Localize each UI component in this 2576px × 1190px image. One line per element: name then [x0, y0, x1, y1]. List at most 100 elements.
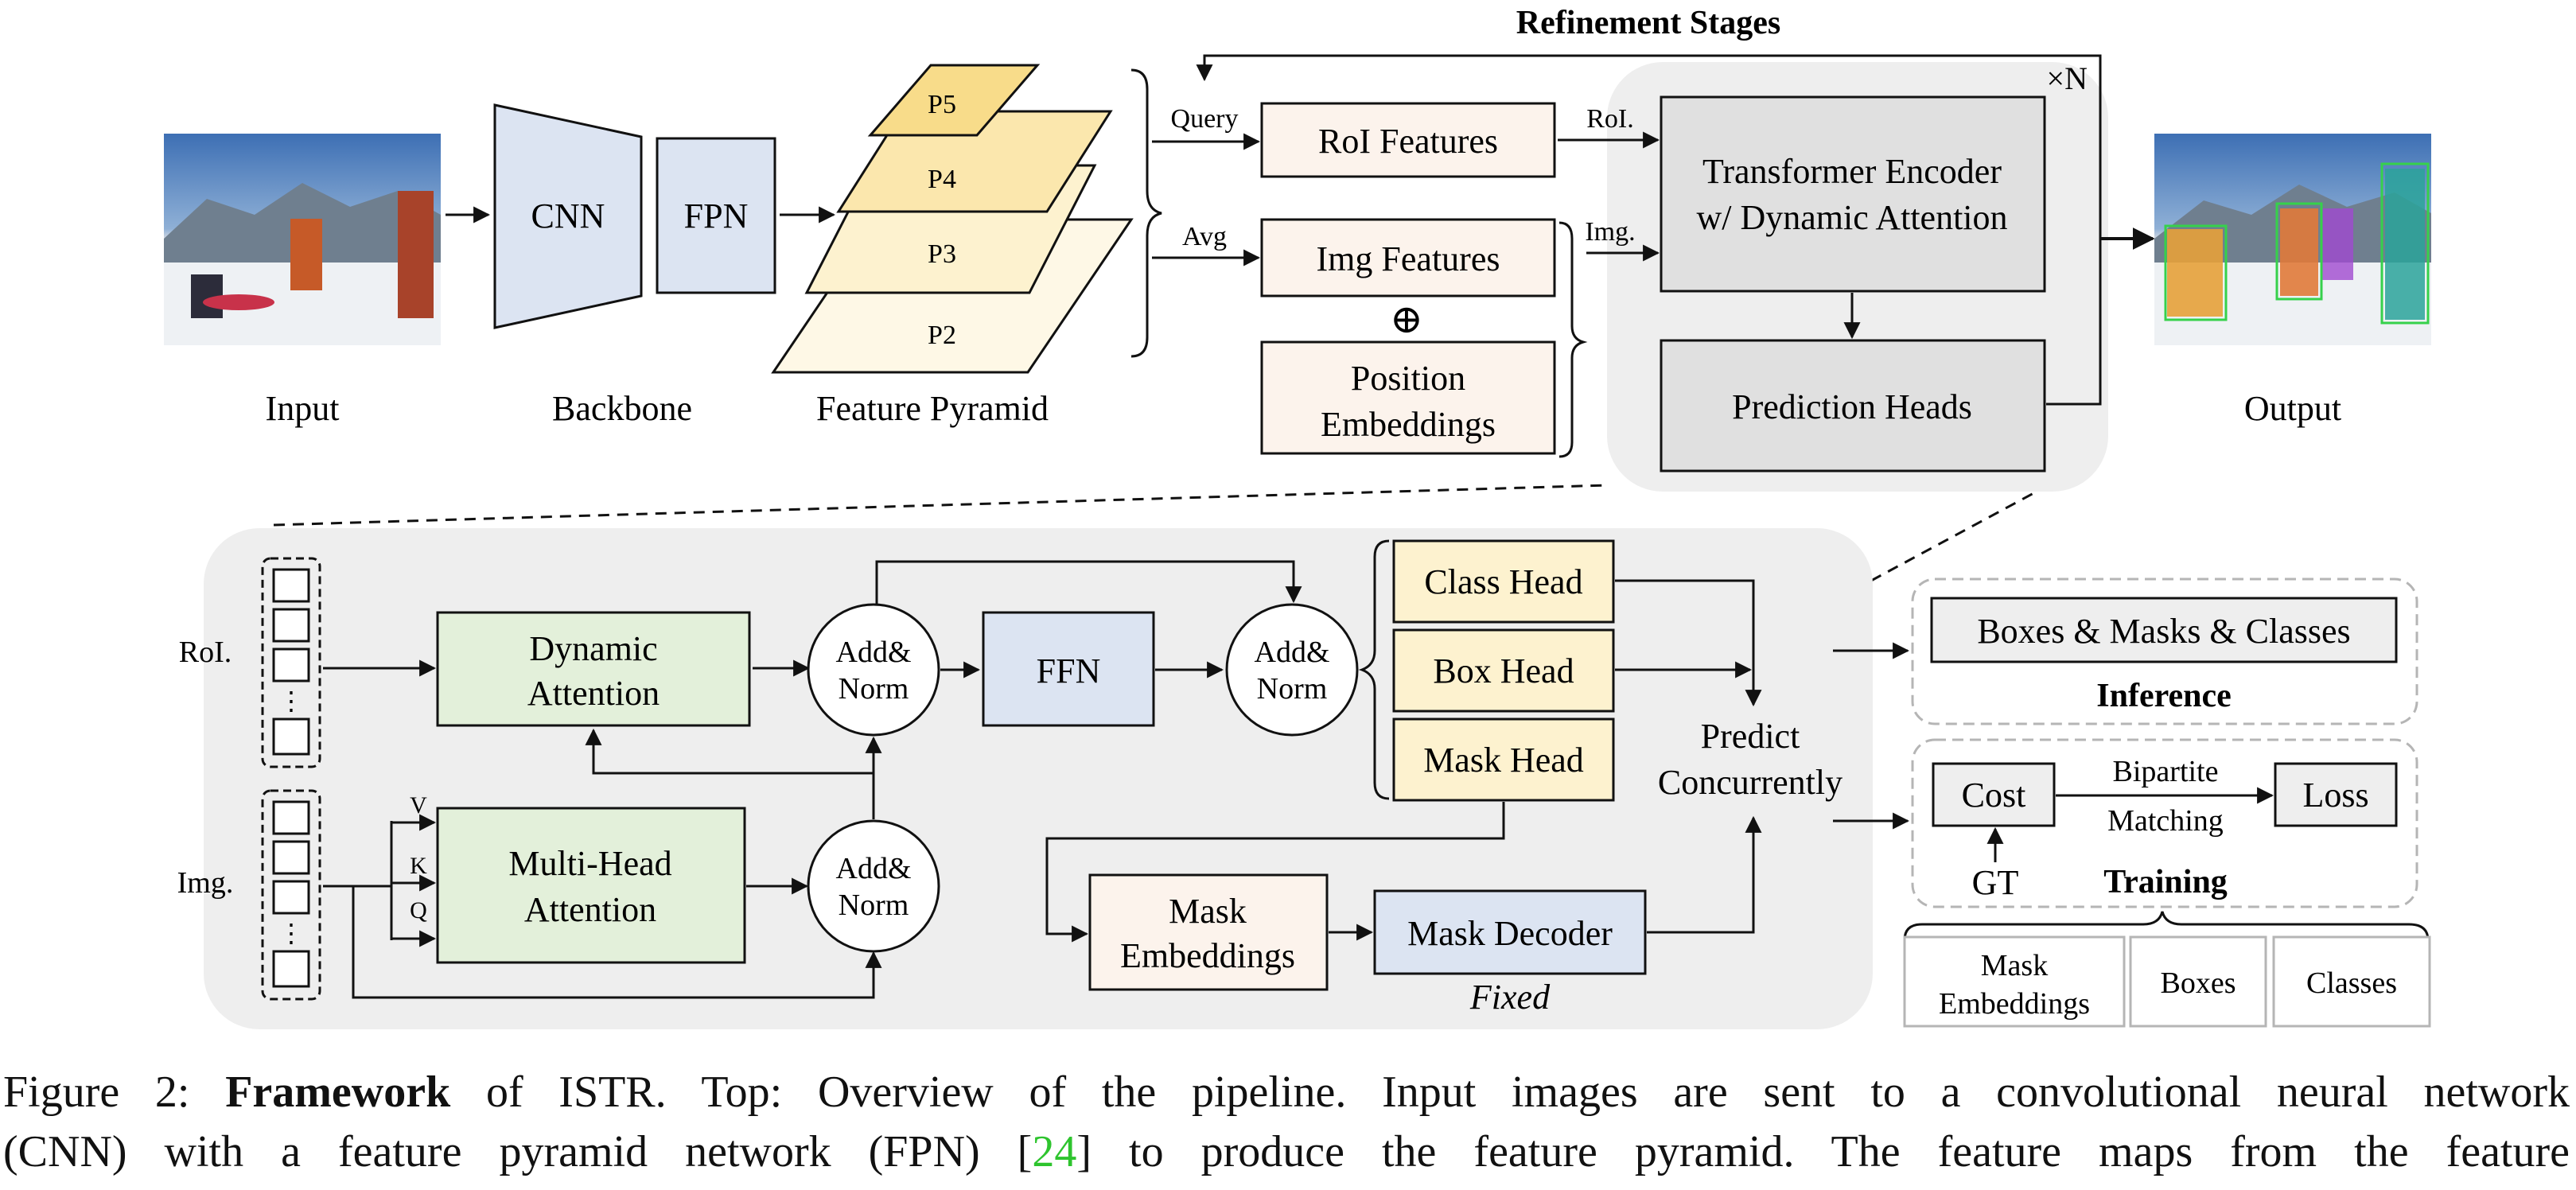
prediction-heads-label: Prediction Heads [1732, 387, 1972, 426]
prediction-heads-box [1660, 339, 2046, 472]
cnn-block [493, 103, 643, 329]
roi-token-dots: ⋮ [278, 686, 304, 715]
loss-box [2274, 762, 2398, 827]
ffn-box [982, 611, 1155, 727]
position-embeddings-box [1260, 340, 1556, 455]
multi-head-attention-line2: Attention [524, 890, 656, 929]
zoom-line-left [273, 484, 1608, 527]
add-norm-right-line2: Norm [1257, 672, 1328, 706]
add-norm-right-line1: Add& [1255, 636, 1330, 669]
predict-line1: Predict [1701, 717, 1800, 756]
caption-line-2: (CNN) with a feature pyramid network (FP… [3, 1122, 2570, 1182]
add-norm-lower-line1: Add& [836, 852, 912, 885]
img-features-label: Img Features [1317, 239, 1500, 278]
pyramid-brace [1130, 68, 1162, 358]
caption-bold-framework: Framework [225, 1068, 451, 1117]
predict-line2: Concurrently [1658, 763, 1843, 802]
add-norm-upper-line2: Norm [839, 672, 909, 706]
transformer-encoder-line2: w/ Dynamic Attention [1696, 198, 2007, 237]
bipartite-line1: Bipartite [2113, 755, 2219, 788]
gt-boxes-label: Boxes [2161, 966, 2236, 1000]
img-side-label: Img. [177, 866, 234, 900]
caption-line2-start: (CNN) with a feature pyramid network (FP… [3, 1127, 1033, 1176]
gt-mask-embeddings-line1: Mask [1981, 949, 2048, 982]
dynamic-attention-line1: Dynamic [529, 629, 657, 668]
multi-head-attention-line1: Multi-Head [508, 844, 671, 883]
cost-label: Cost [1962, 776, 2026, 815]
pyramid-level-p5 [867, 64, 1041, 137]
output-label: Output [2244, 389, 2341, 428]
dynamic-attention-line2: Attention [527, 674, 660, 713]
box-head-box [1392, 628, 1615, 713]
multi-head-attention-box [436, 807, 746, 964]
img-residual-arrow [352, 886, 882, 999]
query-label: Query [1171, 104, 1239, 134]
istr-framework-diagram: CNN FPN P5 P4 P3 P2 Input Backbone Featu… [164, 5, 2431, 1029]
mask-embeddings-line2: Embeddings [1120, 936, 1295, 975]
ffn-label: FFN [1037, 651, 1101, 690]
repeat-label: ×N [2047, 60, 2088, 96]
class-head-label: Class Head [1424, 562, 1582, 601]
p5-label: P5 [928, 90, 956, 119]
fpn-block [656, 137, 776, 294]
add-norm-lower [807, 819, 940, 953]
caption-line-1: Figure 2: Framework of ISTR. Top: Overvi… [3, 1063, 2570, 1122]
mask-head-box [1392, 718, 1615, 802]
lower-addnorm-to-dynamic-arrow [585, 728, 874, 775]
roi-arrow-label: RoI. [1586, 104, 1634, 134]
v-label: V [410, 792, 427, 819]
training-label: Training [2103, 864, 2228, 900]
box-head-label: Box Head [1433, 651, 1574, 690]
transformer-encoder-box [1660, 95, 2046, 293]
class-to-predict-arrow [1615, 579, 1762, 707]
inference-output-box [1930, 597, 2398, 663]
output-image [2154, 134, 2431, 345]
gt-classes-box [2272, 935, 2431, 1028]
inference-output-label: Boxes & Masks & Classes [1977, 612, 2350, 651]
mask-embeddings-line1: Mask [1169, 892, 1247, 931]
zoom-line-right [1870, 490, 2037, 582]
mask-head-to-embeddings-arrow [1045, 802, 1505, 943]
caption-figure-number: Figure 2: [3, 1068, 226, 1117]
transformer-encoder-line1: Transformer Encoder [1702, 152, 2002, 191]
citation-link[interactable]: 24 [1032, 1127, 1077, 1176]
roi-features-label: RoI Features [1318, 122, 1498, 161]
gt-boxes-box [2129, 935, 2267, 1028]
input-image [164, 134, 441, 345]
backbone-label: Backbone [552, 389, 692, 428]
figure-caption: Figure 2: Framework of ISTR. Top: Overvi… [3, 1063, 2570, 1182]
add-norm-upper [807, 603, 940, 737]
gt-mask-embeddings-line2: Embeddings [1939, 987, 2090, 1021]
img-token-dots: ⋮ [278, 919, 304, 947]
mask-embeddings-box [1088, 873, 1329, 991]
mask-decoder-label: Mask Decoder [1407, 914, 1613, 953]
class-head-box [1392, 539, 1615, 624]
img-brace [1558, 221, 1588, 458]
loss-label: Loss [2302, 776, 2368, 815]
p2-label: P2 [928, 321, 956, 350]
bipartite-line2: Matching [2107, 804, 2224, 838]
add-norm-right [1225, 603, 1359, 737]
add-norm-upper-line1: Add& [836, 636, 912, 669]
caption-line2-end: ] to produce the feature pyramid. The fe… [1076, 1127, 2570, 1176]
ffn-residual-arrow [875, 560, 1302, 605]
cnn-label: CNN [531, 196, 605, 235]
img-features-box [1260, 218, 1556, 298]
avg-label: Avg [1182, 222, 1227, 251]
mask-decoder-box [1373, 889, 1647, 975]
gt-label: GT [1972, 863, 2019, 902]
roi-token-column [261, 557, 321, 768]
add-norm-lower-line2: Norm [839, 889, 909, 922]
cost-box [1932, 762, 2056, 827]
gt-brace [1903, 911, 2430, 941]
fpn-label: FPN [684, 196, 749, 235]
img-arrow-label: Img. [1585, 217, 1635, 247]
feature-pyramid-label: Feature Pyramid [816, 389, 1049, 428]
p4-label: P4 [928, 165, 956, 194]
refinement-loop-arrow [1196, 54, 2102, 406]
fixed-label: Fixed [1469, 978, 1551, 1017]
refinement-title: Refinement Stages [1516, 5, 1780, 41]
p3-label: P3 [928, 239, 956, 269]
gt-mask-embeddings-box [1903, 935, 2126, 1028]
position-embeddings-line1: Position [1351, 359, 1465, 398]
